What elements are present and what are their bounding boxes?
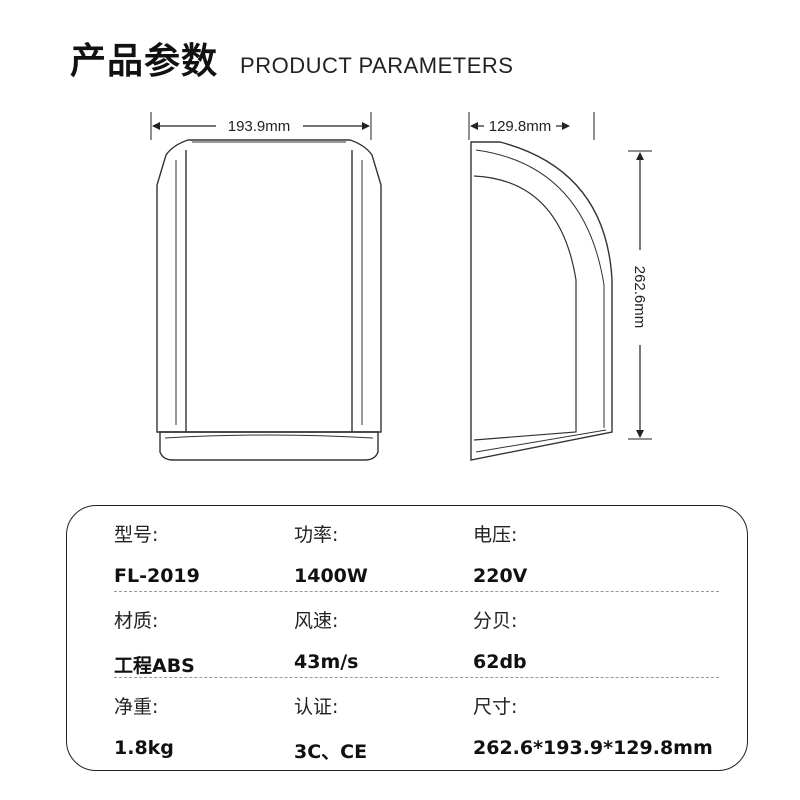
spec-value: 3C、CE <box>294 741 368 763</box>
spec-label: 认证: <box>294 696 339 718</box>
spec-value: 43m/s <box>294 651 359 673</box>
spec-table: 型号: FL-2019 功率: 1400W 电压: 220V 材质: 工程ABS… <box>66 505 748 771</box>
width-label: 193.9mm <box>228 118 291 135</box>
depth-label: 129.8mm <box>489 118 552 135</box>
spec-value: 1.8kg <box>114 737 174 759</box>
spec-value: 62db <box>473 651 527 673</box>
spec-row: 材质: 工程ABS 风速: 43m/s 分贝: 62db <box>67 592 747 678</box>
page-title: 产品参数 <box>70 41 219 82</box>
spec-cell: 型号: FL-2019 <box>114 520 200 587</box>
spec-label: 净重: <box>114 696 159 718</box>
page-subtitle: PRODUCT PARAMETERS <box>240 53 514 78</box>
spec-label: 型号: <box>114 524 159 546</box>
depth-dimension: 129.8mm <box>468 112 595 140</box>
spec-value: 220V <box>473 565 528 587</box>
height-dimension: 262.6mm <box>628 150 652 440</box>
spec-label: 分贝: <box>473 610 518 632</box>
spec-cell: 电压: 220V <box>473 520 527 587</box>
spec-cell: 认证: 3C、CE <box>294 692 367 764</box>
side-view <box>470 141 613 461</box>
spec-value: 1400W <box>294 565 368 587</box>
spec-label: 电压: <box>473 524 518 546</box>
spec-cell: 净重: 1.8kg <box>114 692 174 759</box>
spec-row: 净重: 1.8kg 认证: 3C、CE 尺寸: 262.6*193.9*129.… <box>67 678 747 764</box>
spec-row: 型号: FL-2019 功率: 1400W 电压: 220V <box>67 506 747 592</box>
row-divider <box>114 591 719 592</box>
width-dimension: 193.9mm <box>150 112 372 140</box>
spec-cell: 尺寸: 262.6*193.9*129.8mm <box>473 692 713 759</box>
spec-value: 262.6*193.9*129.8mm <box>473 737 713 759</box>
spec-cell: 分贝: 62db <box>473 606 527 673</box>
front-view <box>156 139 382 461</box>
product-drawing: 193.9mm 129.8mm 262.6mm <box>150 112 652 461</box>
page-header: 产品参数 PRODUCT PARAMETERS <box>70 32 513 84</box>
spec-cell: 材质: 工程ABS <box>114 606 195 678</box>
spec-label: 尺寸: <box>473 696 518 718</box>
spec-label: 风速: <box>294 610 339 632</box>
spec-cell: 功率: 1400W <box>294 520 368 587</box>
spec-label: 功率: <box>294 524 339 546</box>
spec-label: 材质: <box>114 610 159 632</box>
spec-value: 工程ABS <box>114 655 195 677</box>
spec-cell: 风速: 43m/s <box>294 606 359 673</box>
spec-value: FL-2019 <box>114 565 200 587</box>
row-divider <box>114 677 719 678</box>
height-label: 262.6mm <box>631 266 648 329</box>
